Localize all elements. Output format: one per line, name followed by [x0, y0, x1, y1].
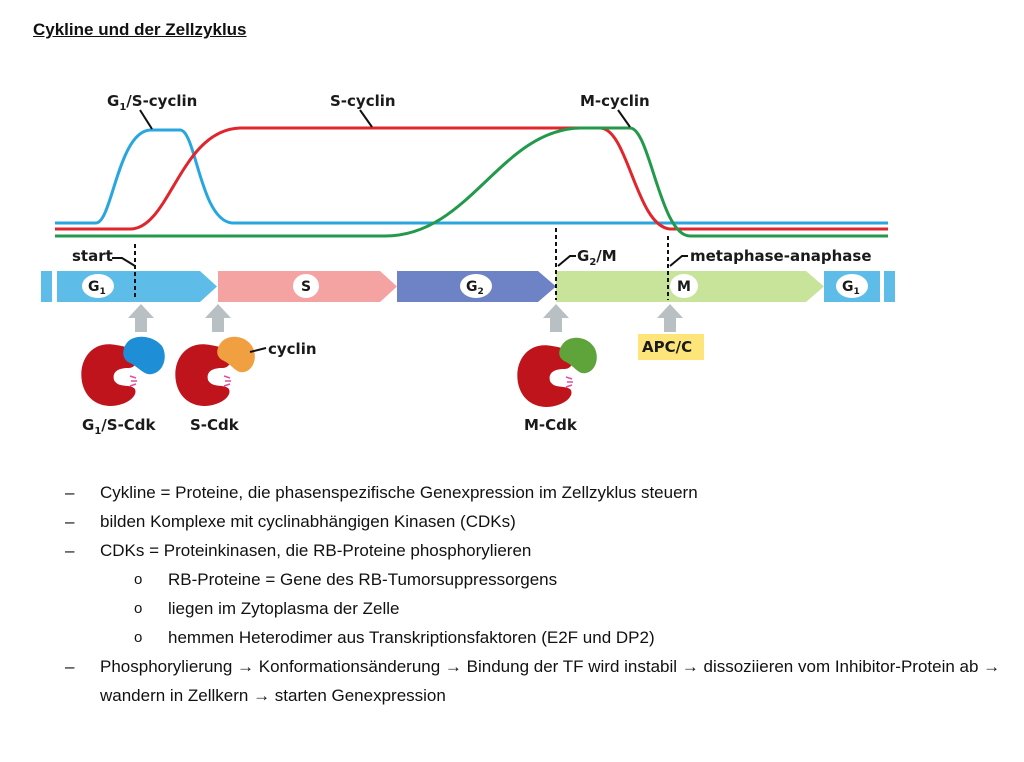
g1-next-badge: [836, 274, 868, 298]
s-phase-label: S: [301, 279, 311, 295]
g1-badge: [82, 274, 114, 298]
bullet-text: hemmen Heterodimer aus Transkriptionsfak…: [168, 628, 655, 647]
bullet-item: – Cykline = Proteine, die phasenspezifisc…: [60, 478, 1010, 507]
s-badge: [293, 274, 319, 298]
bullet-text: liegen im Zytoplasma der Zelle: [168, 599, 400, 618]
m-cdk-pointer: [543, 304, 569, 332]
dash-marker: –: [65, 657, 75, 676]
m-badge: [670, 274, 698, 298]
circle-marker: o: [134, 629, 143, 646]
g1s-cdk-pointer: [128, 304, 154, 332]
m-cyclin-label: M-cyclin: [580, 92, 650, 110]
g1s-cdk-complex: [81, 336, 165, 406]
start-checkpoint-label: start: [72, 247, 113, 265]
g2m-checkpoint-label: G2/M: [577, 247, 617, 268]
m-cyclin-curve: [55, 126, 888, 238]
m-cyclin-leader: [617, 109, 631, 128]
s-cyclin-shape: [217, 336, 255, 373]
cyclin-leader: [249, 347, 267, 353]
sub-bullet-item: o RB-Proteine = Gene des RB-Tumorsuppress…: [60, 565, 1010, 594]
m-cdk-kinase: [517, 345, 573, 407]
g1-phase-label: G1: [88, 279, 106, 297]
metaphase-checkpoint-leader: [669, 255, 688, 267]
bullet-text: CDKs = Proteinkinasen, die RB-Proteine p…: [100, 541, 532, 560]
cell-cycle-figure: G1/S-cyclin S-cyclin M-cyclin G1 S G2 M …: [41, 92, 895, 437]
dash-marker: –: [65, 483, 75, 502]
s-cyclin-leader: [359, 109, 373, 128]
m-cdk-site-marks: [565, 376, 573, 388]
page-title: Cykline und der Zellzyklus: [33, 20, 247, 39]
circle-marker: o: [134, 571, 143, 588]
metaphase-anaphase-label: metaphase-anaphase: [690, 247, 872, 265]
g1-next-phase-label: G1: [842, 279, 860, 297]
s-cdk-pointer: [205, 304, 231, 332]
bullet-item: – Phosphorylierung → Konformationsänderun…: [60, 652, 1010, 710]
bullet-item: – bilden Komplexe mit cyclinabhängigen Ki…: [60, 507, 1010, 536]
apcc-label: APC/C: [642, 338, 692, 356]
dash-marker: –: [65, 541, 75, 560]
apcc-pointer: [657, 304, 683, 332]
bullet-text: RB-Proteine = Gene des RB-Tumorsuppresso…: [168, 570, 558, 589]
g1-phase-arrow: [57, 271, 217, 302]
s-cdk-complex: [175, 336, 255, 406]
m-cdk-complex: [517, 337, 597, 407]
g1s-cdk-label: G1/S-Cdk: [82, 416, 157, 437]
g1s-cyclin-leader: [139, 109, 153, 130]
m-cyclin-shape: [559, 337, 597, 374]
bullet-list: – Cykline = Proteine, die phasenspezifisc…: [60, 478, 1010, 710]
bullet-item: – CDKs = Proteinkinasen, die RB-Proteine …: [60, 536, 1010, 565]
g1s-cdk-site-marks: [129, 375, 137, 387]
bullet-text: bilden Komplexe mit cyclinabhängigen Kin…: [100, 512, 516, 531]
s-cdk-site-marks: [223, 375, 231, 387]
g1s-cyclin-label: G1/S-cyclin: [107, 92, 197, 113]
s-cyclin-label: S-cyclin: [330, 92, 396, 110]
s-cyclin-curve: [55, 126, 888, 231]
dash-marker: –: [65, 512, 75, 531]
circle-marker: o: [134, 600, 143, 617]
s-cdk-label: S-Cdk: [190, 416, 240, 434]
m-cdk-label: M-Cdk: [524, 416, 578, 434]
bullet-text: Cykline = Proteine, die phasenspezifisch…: [100, 483, 698, 502]
m-phase-label: M: [677, 279, 691, 295]
sub-bullet-item: o liegen im Zytoplasma der Zelle: [60, 594, 1010, 623]
cyclin-label: cyclin: [268, 340, 317, 358]
phase-bar-right-cap: [884, 271, 895, 302]
bullet-text: Phosphorylierung → Konformationsänderung…: [100, 657, 1001, 705]
phase-bar-left-cap: [41, 271, 52, 302]
g2-badge: [460, 274, 492, 298]
g1s-cyclin-curve: [55, 128, 888, 225]
g1s-cyclin-shape: [123, 336, 165, 375]
g2m-checkpoint-leader: [557, 255, 576, 267]
apcc-box: [638, 334, 704, 360]
start-checkpoint-leader: [112, 257, 136, 267]
g1s-cdk-kinase: [81, 344, 137, 406]
s-cdk-kinase: [175, 344, 231, 406]
sub-bullet-item: o hemmen Heterodimer aus Transkriptionsfa…: [60, 623, 1010, 652]
g2-phase-label: G2: [466, 279, 484, 297]
